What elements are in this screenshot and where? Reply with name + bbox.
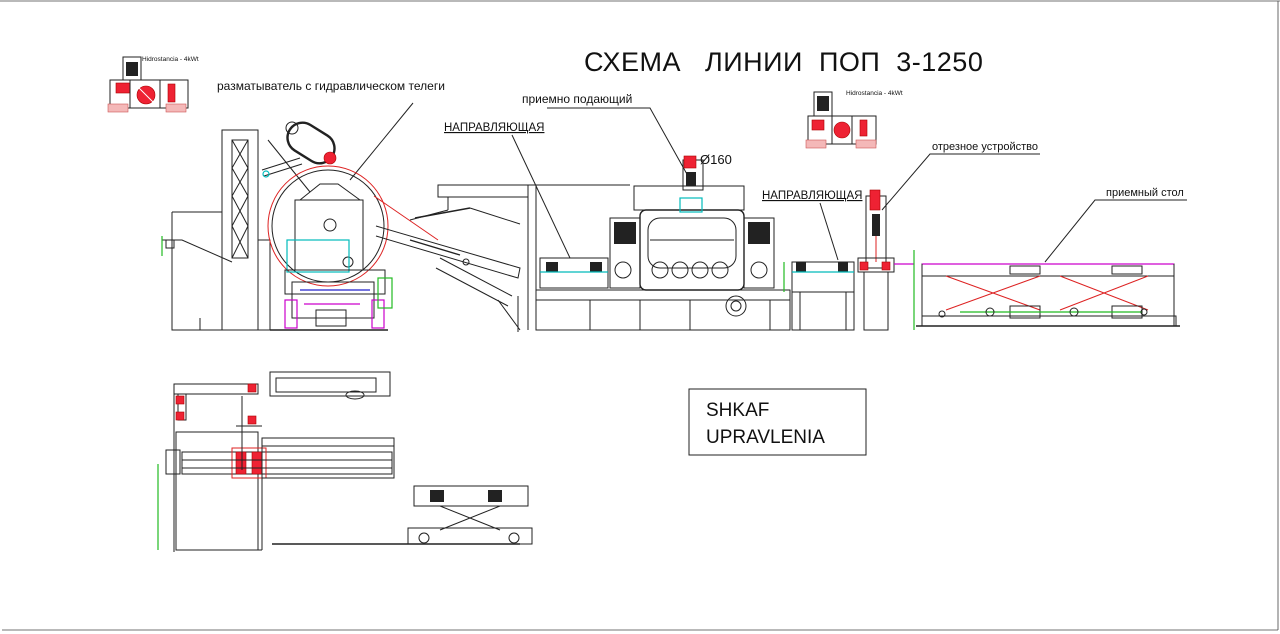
guide-1-label: НАПРАВЛЯЮЩАЯ [444, 122, 544, 134]
decoiler-top-view [157, 371, 533, 552]
hydro-station-2-label: Hidrostancia - 4kWt [846, 90, 903, 97]
diameter-label: Ø160 [700, 152, 732, 167]
scheme-title: СХЕМА ЛИНИИ ПОП 3-1250 [584, 47, 983, 77]
guide-2-label: НАПРАВЛЯЮЩАЯ [762, 190, 862, 202]
feeder-label: приемно подающий [522, 92, 632, 106]
hydraulic-station-2: Hidrostancia - 4kWt [805, 90, 903, 149]
hydraulic-station-1: Hidrostancia - 4kWt [107, 56, 199, 113]
receiving-table [916, 263, 1180, 327]
hydro-station-1-label: Hidrostancia - 4kWt [142, 56, 199, 63]
decoiler-label: разматыватель с гидравлическом телеги [217, 79, 445, 93]
upper-frame [409, 184, 630, 330]
coil-mandrel [267, 165, 439, 329]
cutter-unit [857, 189, 915, 331]
straightener-unit [535, 155, 791, 331]
cutter-label: отрезное устройство [932, 141, 1038, 153]
strip-conveyor [375, 225, 521, 332]
receiving-table-label: приемный стол [1106, 187, 1184, 199]
decoiler-frame [161, 129, 388, 331]
guide-2-unit [783, 261, 855, 331]
control-cabinet-line2: UPRAVLENIA [706, 427, 825, 448]
control-cabinet-line1: SHKAF [706, 400, 769, 421]
control-cabinet: SHKAF UPRAVLENIA [688, 388, 867, 456]
decoiler-arm [261, 121, 337, 193]
